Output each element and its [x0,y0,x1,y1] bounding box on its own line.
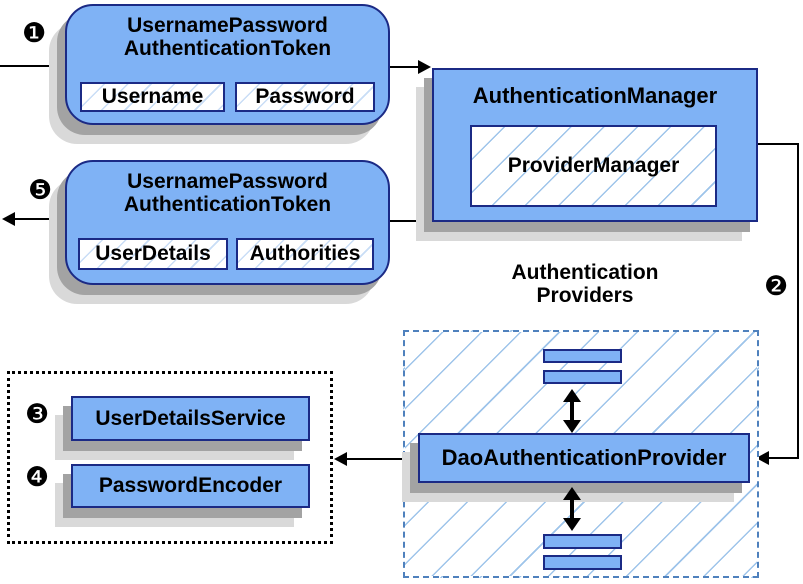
step-3-badge: ❸ [25,399,50,430]
double-arrow-stem [570,495,574,523]
incoming-request-line [0,65,66,67]
double-arrow-stem [570,397,574,425]
step-1-badge: ❶ [22,18,47,49]
arrowhead-down-icon [563,518,581,531]
provider-stack-bar [543,370,622,384]
password-field: Password [235,82,375,112]
result-token-title-line2: AuthenticationToken [123,193,332,216]
user-details-service-node: UserDetailsService [71,396,310,441]
token-to-manager-line [390,66,420,68]
provider-stack-bar [543,534,622,549]
arrowhead-left-icon [2,212,15,226]
double-arrow-icon [556,487,588,531]
dao-authentication-provider-title: DaoAuthenticationProvider [441,445,727,470]
provider-stack-bar [543,555,622,570]
manager-to-token-line [388,220,433,222]
manager-to-provider-line-bottom [769,457,799,459]
request-token-title-line1: UsernamePassword [127,14,328,37]
authentication-providers-label-line1: Authentication [511,261,659,284]
arrowhead-right-icon [418,60,431,74]
arrowhead-left-icon [334,452,347,466]
authorities-field: Authorities [236,238,374,270]
step-4-badge: ❹ [25,462,50,493]
request-token-node: UsernamePassword AuthenticationToken Use… [65,4,390,125]
userdetails-field: UserDetails [78,238,228,270]
outgoing-result-line [14,218,67,220]
provider-stack-bar [543,349,622,363]
dao-authentication-provider-node: DaoAuthenticationProvider [418,433,750,483]
password-encoder-node: PasswordEncoder [71,464,310,508]
username-field: Username [80,82,225,112]
step-2-badge: ❷ [764,271,789,302]
step-5-badge: ❺ [28,175,53,206]
result-token-title-line1: UsernamePassword [127,170,328,193]
services-container [7,371,333,544]
result-token-node: UsernamePassword AuthenticationToken Use… [65,160,390,285]
manager-to-provider-line-top [758,143,799,145]
request-token-title-line2: AuthenticationToken [123,37,332,60]
arrowhead-left-icon [756,451,769,465]
arrowhead-down-icon [563,420,581,433]
authentication-providers-label-line2: Providers [536,284,634,307]
authentication-manager-node: AuthenticationManager ProviderManager [432,68,758,222]
arrowhead-up-icon [563,389,581,402]
provider-manager-node: ProviderManager [470,125,717,207]
password-encoder-title: PasswordEncoder [98,474,283,497]
arrowhead-up-icon [563,487,581,500]
user-details-service-title: UserDetailsService [95,407,286,430]
manager-to-provider-line-vertical [797,143,799,459]
provider-to-services-line [346,458,418,460]
authentication-manager-title: AuthenticationManager [472,83,718,108]
double-arrow-icon [556,389,588,433]
authentication-providers-label: Authentication Providers [435,261,735,307]
